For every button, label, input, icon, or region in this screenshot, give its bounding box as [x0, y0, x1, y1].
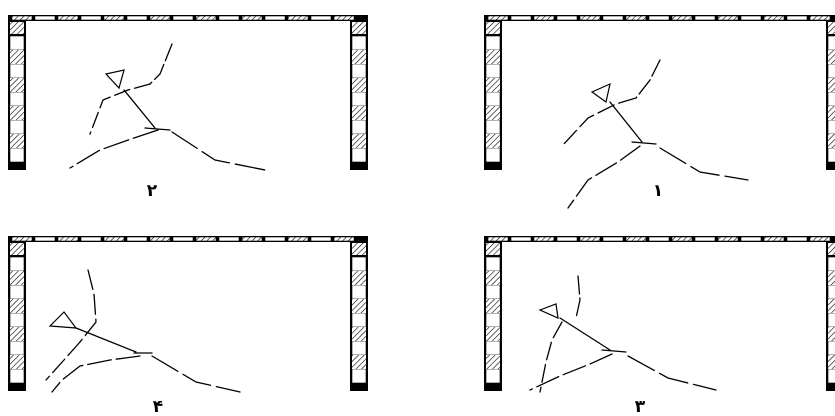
goal-frame: [484, 15, 835, 170]
figure-label-2: ۲: [147, 181, 158, 201]
goalkeeper-figure: [46, 270, 240, 392]
figure-label-4: ۴: [153, 397, 163, 416]
goal-frame: [484, 236, 835, 391]
figure-label-1: ۱: [653, 181, 663, 201]
goalkeeper-figure: [70, 44, 265, 170]
goal-frame: [8, 15, 368, 170]
figure-label-3: ۳: [635, 397, 646, 416]
goalkeeper-figure: [530, 276, 716, 392]
